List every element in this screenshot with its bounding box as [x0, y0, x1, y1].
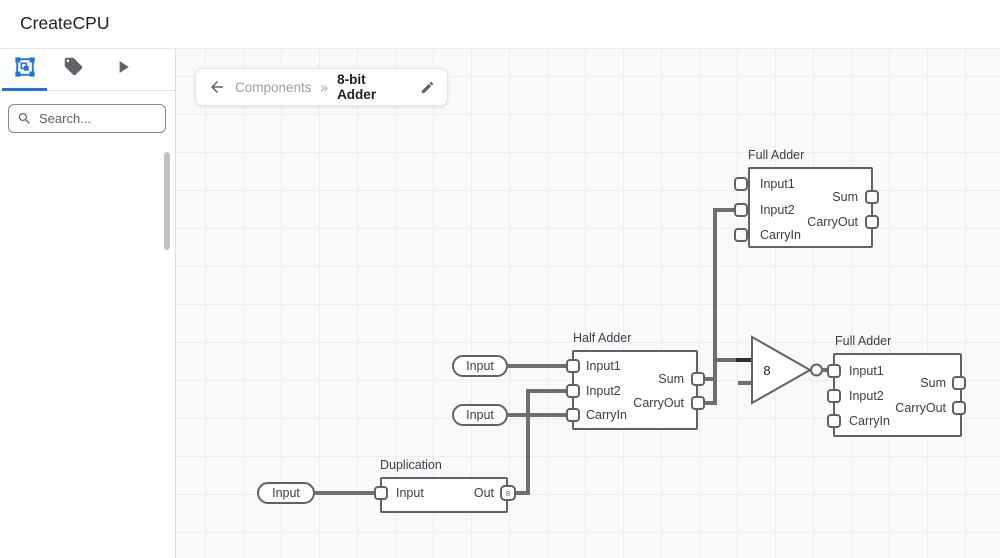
breadcrumb: Components » 8-bit Adder [195, 68, 448, 106]
port[interactable] [734, 228, 748, 242]
tab-components[interactable] [0, 48, 49, 91]
port[interactable] [566, 408, 580, 422]
port-label: Input1 [849, 364, 884, 378]
input-node[interactable]: Input [452, 355, 508, 377]
port-label: Input1 [760, 177, 795, 191]
port[interactable] [691, 396, 705, 410]
buffer-gate[interactable] [751, 335, 813, 405]
edit-name-button[interactable] [420, 80, 435, 95]
port-label: CarryOut [895, 401, 946, 415]
node-title: Duplication [380, 458, 442, 472]
search-box [8, 104, 166, 133]
port[interactable] [952, 376, 966, 390]
port-label: CarryIn [849, 414, 890, 428]
sidebar-scrollbar[interactable] [164, 152, 170, 250]
components-icon [14, 56, 36, 83]
wire-layer [315, 208, 828, 495]
breadcrumb-separator: » [320, 79, 329, 95]
input-node[interactable]: Input [257, 482, 315, 504]
port-label: CarryOut [807, 215, 858, 229]
port-label: Sum [920, 376, 946, 390]
port[interactable] [734, 203, 748, 217]
node-title: Half Adder [573, 331, 632, 345]
port[interactable] [691, 372, 705, 386]
port[interactable] [566, 359, 580, 373]
tag-icon [63, 56, 84, 82]
breadcrumb-current: 8-bit Adder [337, 72, 377, 102]
tab-run[interactable] [98, 48, 147, 90]
search-icon [17, 111, 32, 131]
node-duplication[interactable] [380, 477, 508, 513]
port-label: CarryIn [586, 408, 627, 422]
port[interactable] [827, 364, 841, 378]
port-label: CarryOut [633, 396, 684, 410]
port[interactable] [827, 389, 841, 403]
play-icon [113, 57, 133, 82]
port-label: Out [473, 486, 494, 500]
active-tab-underline [2, 88, 47, 91]
node-title: Full Adder [835, 334, 892, 348]
port-label: Input2 [760, 203, 795, 217]
wire-riser-to-fa-top-input2[interactable] [713, 208, 735, 405]
gate-bubble[interactable] [810, 363, 823, 377]
port-label: CarryIn [760, 228, 801, 242]
search-input[interactable] [8, 104, 166, 133]
sidebar [0, 48, 176, 558]
port-label: Input [396, 486, 424, 500]
port[interactable] [734, 177, 748, 191]
port-label: Input2 [586, 384, 621, 398]
node-title: Full Adder [748, 148, 805, 162]
input-node[interactable]: Input [452, 404, 508, 426]
port[interactable] [374, 486, 388, 500]
port[interactable] [865, 215, 879, 229]
back-button[interactable] [208, 78, 226, 96]
port-8bit[interactable]: 8 [500, 485, 516, 501]
port-label: Input2 [849, 389, 884, 403]
diagram-canvas[interactable] [176, 48, 1000, 558]
header-bar: CreateCPU [0, 0, 1000, 49]
wire-dup-to-ha-input2[interactable] [514, 389, 567, 495]
port[interactable] [865, 190, 879, 204]
sidebar-tabs [0, 48, 175, 91]
port-label: Sum [832, 190, 858, 204]
port[interactable] [952, 401, 966, 415]
port[interactable] [566, 384, 580, 398]
node-full-adder-top[interactable] [748, 167, 873, 248]
app-title: CreateCPU [20, 13, 110, 33]
port-label: Sum [658, 372, 684, 386]
gate-width-label: 8 [763, 363, 771, 378]
breadcrumb-parent[interactable]: Components [235, 79, 312, 95]
port-label: Input1 [586, 359, 621, 373]
tab-tags[interactable] [49, 48, 98, 90]
port[interactable] [827, 414, 841, 428]
